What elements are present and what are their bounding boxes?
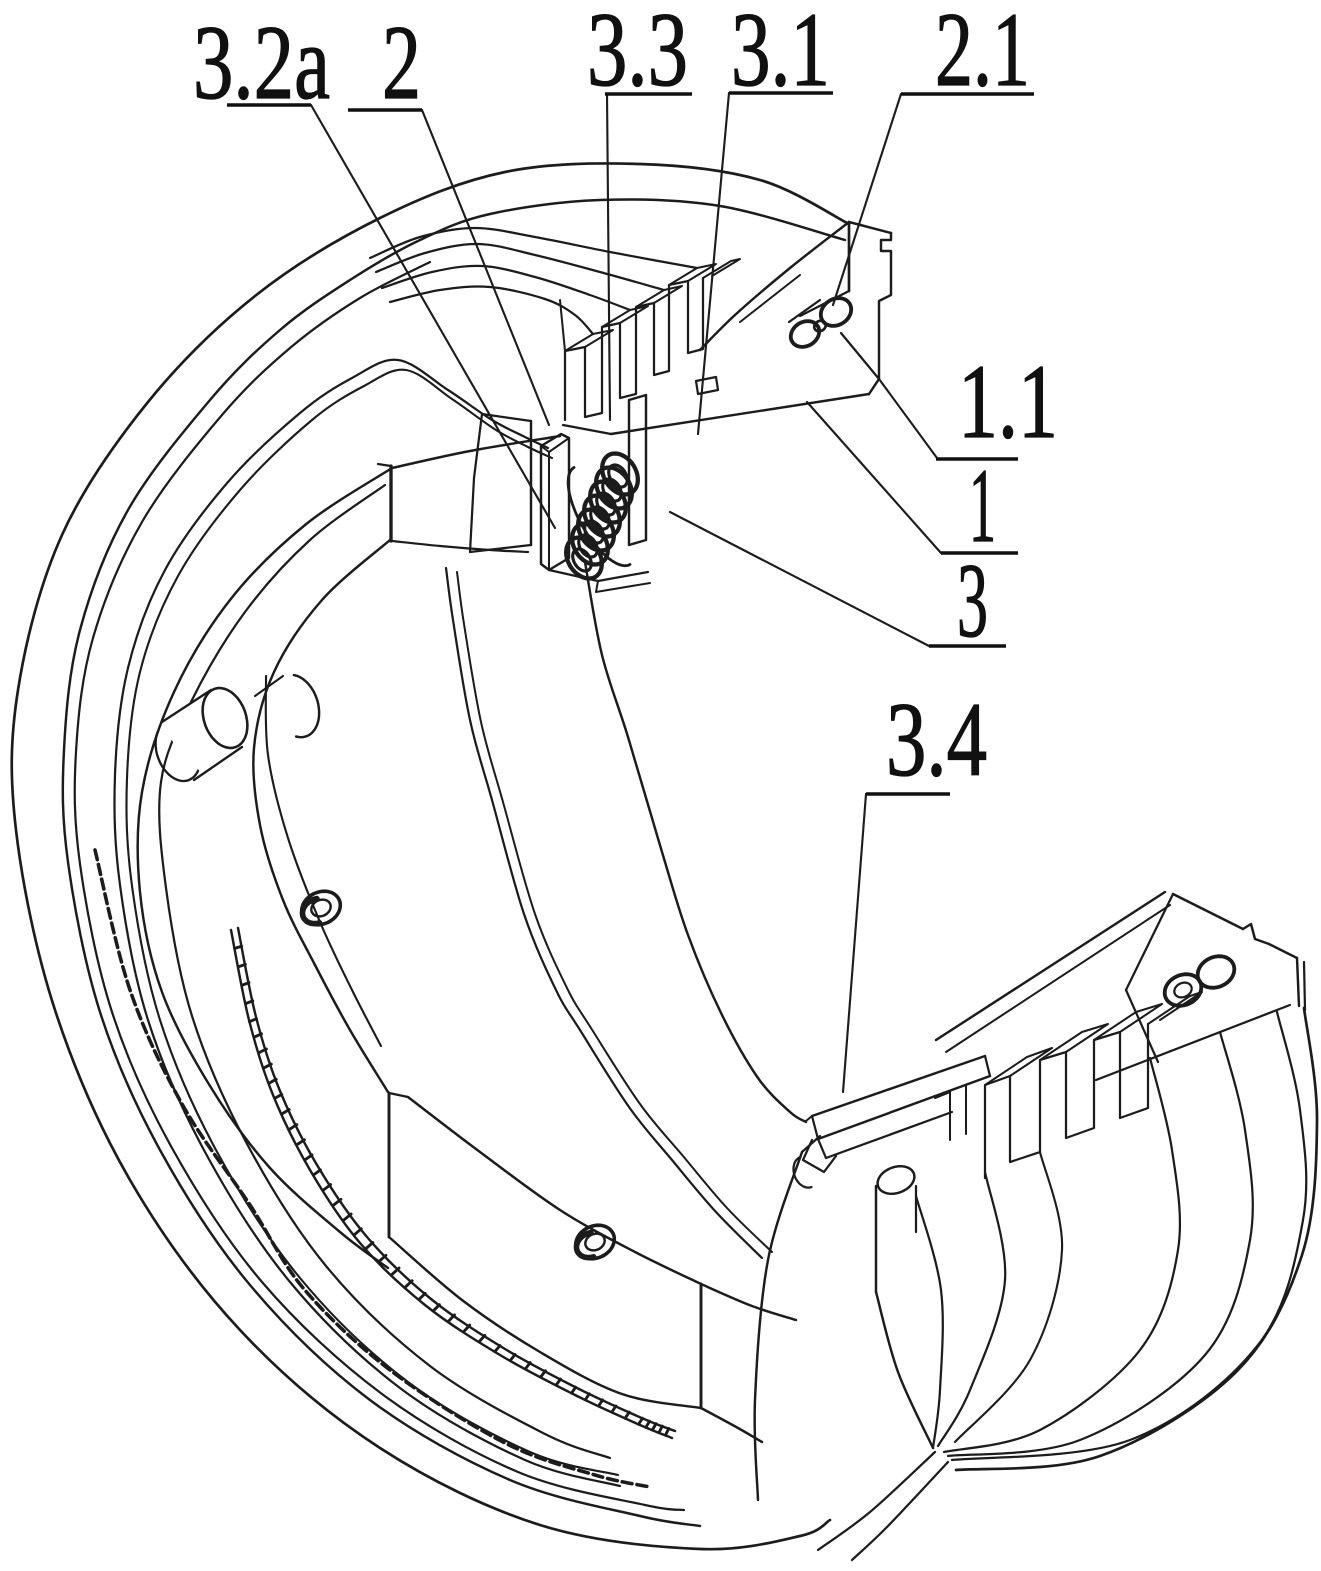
svg-text:3.2a: 3.2a — [193, 4, 330, 121]
svg-text:3.3: 3.3 — [587, 0, 688, 108]
svg-text:3: 3 — [957, 542, 988, 659]
svg-text:1.1: 1.1 — [958, 343, 1058, 460]
svg-text:2: 2 — [382, 4, 421, 121]
svg-text:3.4: 3.4 — [886, 681, 987, 798]
svg-text:1: 1 — [969, 447, 996, 564]
svg-text:3.1: 3.1 — [731, 0, 830, 108]
svg-text:2.1: 2.1 — [935, 0, 1030, 108]
